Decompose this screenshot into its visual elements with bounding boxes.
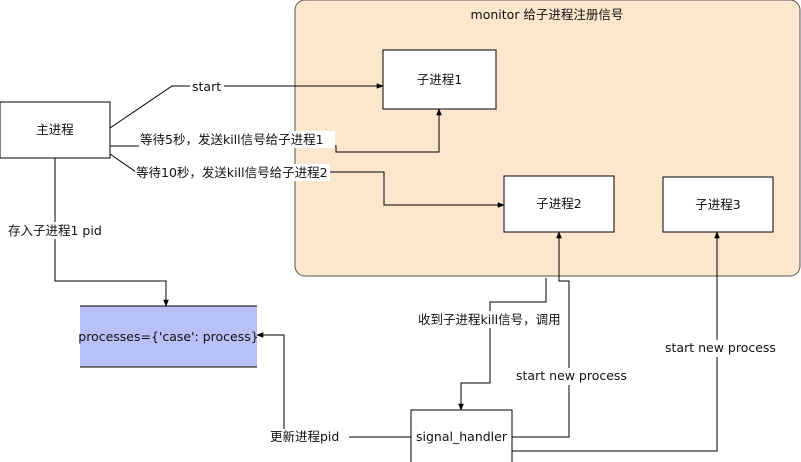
signal-handler-label: signal_handler — [416, 429, 508, 444]
edge-store-pid — [54, 158, 169, 307]
monitor-group — [294, 0, 801, 277]
edge-start-new-2 — [512, 231, 720, 452]
signal-handler-box[interactable] — [410, 409, 513, 462]
main-process-label: 主进程 — [36, 122, 74, 137]
edge-start-new-1 — [512, 231, 570, 438]
edge-received-kill — [458, 278, 547, 411]
edge-update-pid — [256, 332, 411, 438]
edge-start — [109, 83, 384, 129]
child2-label: 子进程2 — [536, 196, 581, 211]
processes-label: processes={'case': process} — [78, 329, 258, 344]
label-start-new-1: start new process — [516, 368, 627, 383]
label-start: start — [192, 79, 221, 94]
label-wait10: 等待10秒，发送kill信号给子进程2 — [136, 165, 328, 180]
child1-label: 子进程1 — [417, 72, 462, 87]
label-received-kill: 收到子进程kill信号，调用 — [418, 312, 561, 327]
label-update-pid: 更新进程pid — [270, 429, 339, 444]
processes-box[interactable] — [80, 306, 257, 367]
child3-label: 子进程3 — [695, 197, 740, 212]
child3-box[interactable] — [662, 176, 774, 233]
monitor-group-title: monitor 给子进程注册信号 — [471, 7, 624, 22]
label-start-new-2: start new process — [665, 340, 776, 355]
main-process-box[interactable] — [0, 101, 111, 159]
label-wait5: 等待5秒，发送kill信号给子进程1 — [140, 132, 324, 147]
edge-wait10 — [109, 153, 505, 208]
label-store-pid: 存入子进程1 pid — [8, 223, 102, 238]
child1-box[interactable] — [382, 49, 497, 110]
